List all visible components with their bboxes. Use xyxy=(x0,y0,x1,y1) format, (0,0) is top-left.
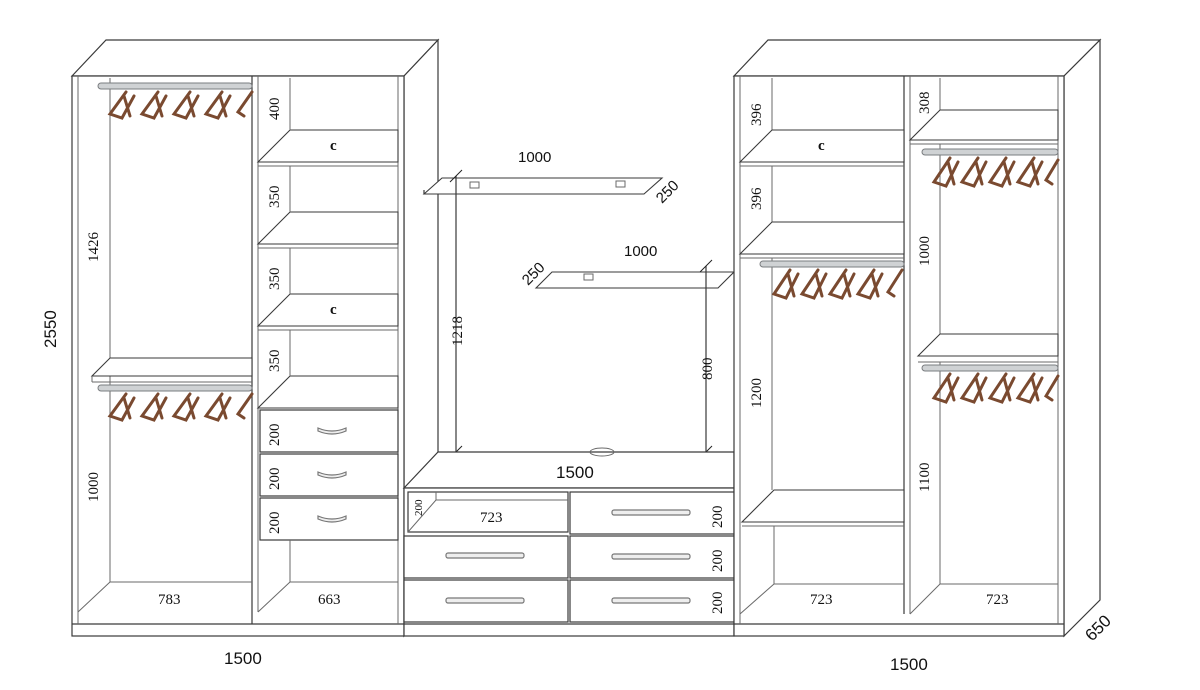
tv-drawer-left-2-handle[interactable] xyxy=(445,597,525,604)
tv-wall-shelf-bottom xyxy=(534,271,736,289)
right-lower-rod-hangers xyxy=(921,364,1060,404)
tv-drawer-right-2-handle[interactable] xyxy=(611,553,691,560)
left-drawer-height-2: 200 xyxy=(267,468,283,491)
right-left-height-2: 396 xyxy=(749,187,765,210)
tv-drawer-height-1: 200 xyxy=(710,506,726,529)
left-shelf-1 xyxy=(256,129,399,163)
tv-height-left: 1218 xyxy=(450,316,466,346)
left-shelf-height-2: 350 xyxy=(267,186,283,209)
left-lower-hang-height: 1000 xyxy=(86,472,102,502)
left-drawer-3-handle[interactable] xyxy=(317,515,347,523)
tv-width: 1500 xyxy=(556,463,594,482)
left-cabinet-top xyxy=(70,39,440,77)
left-hang-shelf xyxy=(90,357,253,377)
right-left-rod-hangers xyxy=(759,260,905,300)
left-shelf-2 xyxy=(256,211,399,245)
right-cabinet-width: 1500 xyxy=(890,655,928,674)
left-cabinet: 1426 1000 783 663 400 350 350 350 200 20… xyxy=(41,38,440,668)
tv-height-right: 800 xyxy=(700,358,716,381)
tv-top-shelf-length: 1000 xyxy=(518,149,551,166)
left-shelf-mark-1: c xyxy=(330,138,337,154)
right-left-shelf-3 xyxy=(740,489,905,523)
right-left-height-3: 1200 xyxy=(749,378,765,408)
left-shelf-4 xyxy=(256,375,399,409)
left-shelf-3 xyxy=(256,293,399,327)
left-shelf-height-1: 400 xyxy=(267,98,283,121)
right-right-shelf-2 xyxy=(916,333,1059,357)
right-shelf-mark-1: c xyxy=(818,138,825,154)
right-right-bottom-width: 723 xyxy=(986,592,1009,608)
left-cabinet-width: 1500 xyxy=(224,649,262,668)
left-drawer-1-handle[interactable] xyxy=(317,427,347,435)
right-left-shelf-1 xyxy=(738,129,905,163)
tv-niche-width: 723 xyxy=(480,510,503,526)
right-cabinet-side xyxy=(1063,38,1101,638)
right-right-height-1: 308 xyxy=(917,92,933,115)
left-upper-hang-height: 1426 xyxy=(86,232,102,263)
left-shelf-height-4: 350 xyxy=(267,350,283,373)
tv-drawer-left-1-handle[interactable] xyxy=(445,552,525,559)
left-cabinet-height: 2550 xyxy=(41,310,60,348)
right-left-shelf-2 xyxy=(738,221,905,255)
left-shelf-height-3: 350 xyxy=(267,268,283,291)
tv-drawer-height-3: 200 xyxy=(710,592,726,615)
right-right-shelf-1 xyxy=(908,109,1059,141)
tv-drawer-right-3-handle[interactable] xyxy=(611,597,691,604)
right-cabinet-top xyxy=(732,39,1102,77)
right-cabinet: 396 396 1200 c 723 308 1000 1100 723 150… xyxy=(732,38,1115,674)
cable-hole-icon xyxy=(589,447,615,457)
tv-unit: 1000 250 1000 250 1218 800 1500 200 723 … xyxy=(402,149,736,637)
left-drawer-height-1: 200 xyxy=(267,424,283,447)
right-cabinet-depth: 650 xyxy=(1081,611,1114,644)
left-lower-rod-hangers xyxy=(97,384,254,422)
right-left-height-1: 396 xyxy=(749,103,765,126)
left-drawer-height-3: 200 xyxy=(267,512,283,535)
tv-drawer-height-2: 200 xyxy=(710,550,726,573)
right-upper-rod-hangers xyxy=(921,148,1060,188)
tv-niche-height: 200 xyxy=(413,499,425,516)
right-right-height-2: 1000 xyxy=(917,236,933,266)
right-right-height-3: 1100 xyxy=(917,463,933,492)
left-upper-rod-hangers xyxy=(97,82,254,120)
left-drawer-2-handle[interactable] xyxy=(317,471,347,479)
tv-wall-shelf-top xyxy=(422,177,664,195)
tv-niche xyxy=(407,491,569,533)
right-left-bottom-width: 723 xyxy=(810,592,833,608)
tv-drawer-right-1-handle[interactable] xyxy=(611,509,691,516)
left-shelf-mark-2: c xyxy=(330,302,337,318)
left-bottom-width-a: 783 xyxy=(158,592,181,608)
left-cabinet-front xyxy=(71,75,405,637)
tv-bottom-shelf-length: 1000 xyxy=(624,243,657,260)
left-bottom-width-b: 663 xyxy=(318,592,341,608)
